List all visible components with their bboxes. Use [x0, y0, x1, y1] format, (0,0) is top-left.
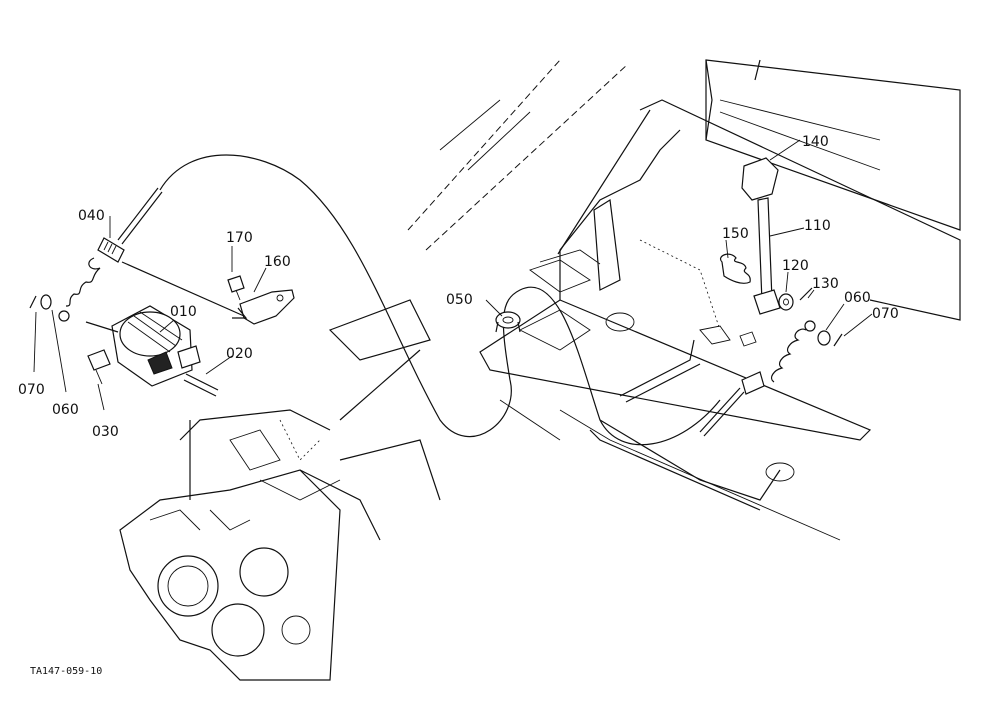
label-040: 040	[78, 208, 105, 224]
label-110: 110	[804, 218, 831, 234]
callout-labels: 010 020 030 040 050 060 070 060 070 110 …	[18, 134, 899, 440]
chassis-frame	[407, 59, 961, 541]
label-170: 170	[226, 230, 253, 246]
leader-lines	[33, 139, 873, 411]
clutch-cable-route	[117, 154, 721, 446]
label-120: 120	[782, 258, 809, 274]
label-060-right: 060	[844, 290, 871, 306]
drawing-code: TA147-059-10	[30, 666, 102, 677]
label-130: 130	[812, 276, 839, 292]
label-060-left: 060	[52, 402, 79, 418]
label-050: 050	[446, 292, 473, 308]
transmission-housing	[119, 299, 441, 681]
label-030: 030	[92, 424, 119, 440]
label-020: 020	[226, 346, 253, 362]
left-cable-assembly	[29, 237, 295, 397]
label-150: 150	[722, 226, 749, 242]
label-070-right: 070	[872, 306, 899, 322]
label-160: 160	[264, 254, 291, 270]
label-070-left: 070	[18, 382, 45, 398]
label-010: 010	[170, 304, 197, 320]
right-pedal-assembly	[495, 157, 843, 437]
label-140: 140	[802, 134, 829, 150]
